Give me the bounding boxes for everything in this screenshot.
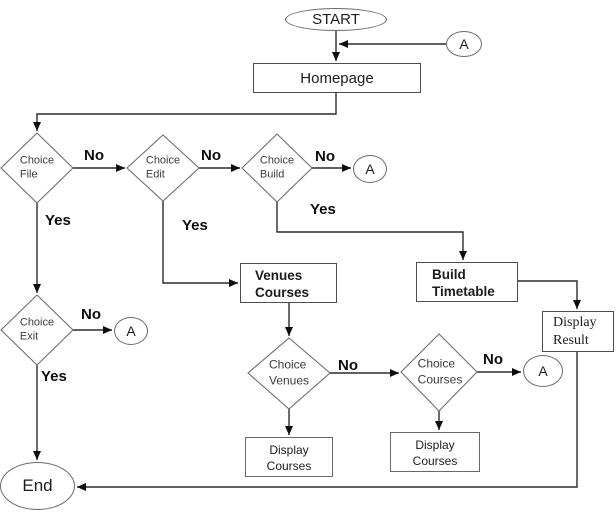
display-courses-right-process: Display Courses: [390, 432, 480, 472]
edge-timetable-result: [518, 280, 581, 309]
edge-label-edit-yes: Yes: [182, 217, 208, 234]
edge-label-file-no: No: [84, 147, 104, 164]
build-timetable-line2: Timetable: [432, 284, 495, 299]
venues-courses-line1: Venues: [255, 268, 303, 283]
display-result-line2: Result: [553, 333, 589, 348]
edge-label-exit-no: No: [81, 306, 101, 323]
choice-venues-label: Choice Venues: [268, 357, 310, 387]
connector-a-courses-label: A: [538, 363, 548, 379]
edge-label-exit-yes: Yes: [41, 368, 67, 385]
choice-build-diamond: [241, 133, 313, 203]
edge-label-build-yes: Yes: [310, 201, 336, 218]
connector-a-exit: A: [114, 317, 148, 345]
edge-label-build-no: No: [315, 148, 335, 165]
start-terminator: START: [285, 8, 387, 31]
display-courses-left-process: Display Courses: [245, 437, 333, 477]
homepage-process: Homepage: [253, 63, 421, 93]
choice-exit-diamond: [0, 294, 74, 366]
end-label: End: [22, 476, 53, 495]
choice-edit-label: Choice Edit: [145, 154, 181, 181]
connector-a-top: A: [446, 31, 482, 57]
choice-build-label: Choice Build: [259, 154, 295, 181]
edge-label-venues-no: No: [338, 357, 358, 374]
edge-result-end: [77, 351, 578, 491]
end-terminator: End: [0, 462, 75, 510]
connector-a-courses: A: [523, 355, 563, 387]
edge-homepage-choice-file: [33, 93, 337, 131]
build-timetable-line1: Build: [432, 267, 466, 282]
choice-venues-diamond: [247, 337, 331, 410]
edge-label-courses-no: No: [483, 351, 503, 368]
homepage-label: Homepage: [300, 69, 374, 87]
choice-file-label: Choice File: [19, 154, 55, 181]
connector-a-build: A: [353, 155, 387, 183]
choice-exit-label: Choice Exit: [19, 316, 55, 343]
choice-file-diamond: [0, 132, 74, 204]
venues-courses-process: Venues Courses: [240, 263, 337, 303]
display-courses-left-line2: Courses: [266, 459, 312, 473]
build-timetable-process: Build Timetable: [416, 262, 518, 302]
connector-a-top-label: A: [459, 36, 469, 52]
connector-a-exit-label: A: [126, 323, 136, 339]
display-courses-left-line1: Display: [269, 443, 309, 457]
edge-label-edit-no: No: [201, 147, 221, 164]
start-label: START: [312, 11, 360, 28]
connector-a-build-label: A: [365, 161, 375, 177]
edge-edit-yes: [162, 201, 238, 287]
edge-build-yes: [276, 202, 467, 260]
choice-courses-diamond: [400, 333, 478, 412]
edge-label-file-yes: Yes: [45, 212, 71, 229]
choice-courses-label: Choice Courses: [417, 356, 463, 386]
display-courses-right-line2: Courses: [412, 454, 458, 468]
display-courses-right-line1: Display: [415, 438, 455, 452]
display-result-line1: Display: [553, 315, 597, 330]
choice-edit-diamond: [126, 134, 200, 202]
display-result-process: Display Result: [542, 311, 614, 352]
venues-courses-line2: Courses: [255, 285, 310, 300]
